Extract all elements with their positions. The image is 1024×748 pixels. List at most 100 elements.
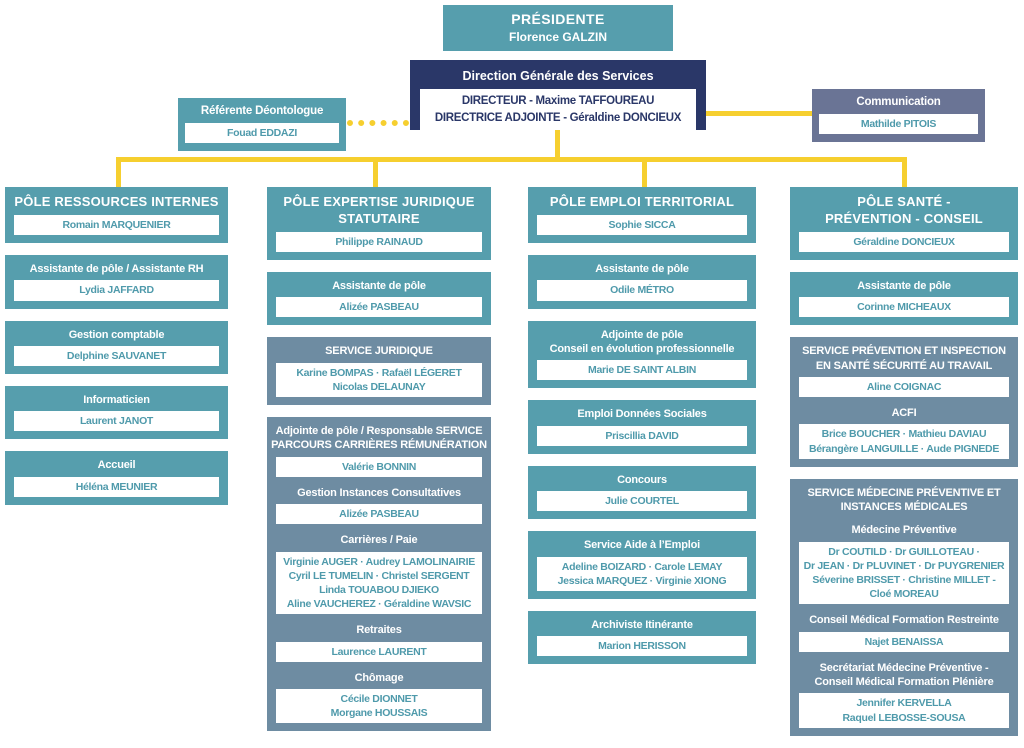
section-title: Conseil Médical Formation Restreinte	[809, 614, 999, 627]
section-title: Chômage	[354, 671, 404, 684]
name-panel: Cécile DIONNET Morgane HOUSSAIS	[276, 689, 482, 724]
member-name: Odile MÉTRO	[610, 284, 674, 297]
name-panel: Laurent JANOT	[14, 411, 219, 432]
pole-title: PÔLE RESSOURCES INTERNES	[14, 194, 219, 209]
section-title: Retraites	[356, 624, 402, 637]
connector-referente-dgs-dotted	[347, 120, 409, 126]
service-title-line1: SERVICE MÉDECINE PRÉVENTIVE ET	[807, 486, 1001, 499]
pole-title-line1: PÔLE SANTÉ -	[857, 194, 951, 209]
role-title: Service Aide à l’Emploi	[583, 539, 701, 552]
role-card: Adjointe de pôle Conseil en évolution pr…	[528, 320, 756, 389]
name-panel: Géraldine DONCIEUX	[799, 231, 1009, 252]
member-name: Dr COUTILD · Dr GUILLOTEAU ·	[828, 545, 980, 558]
member-name: Morgane HOUSSAIS	[330, 707, 428, 720]
pole-title: PÔLE EMPLOI TERRITORIAL	[549, 194, 735, 209]
member-name: Cyril LE TUMELIN · Christel SERGENT	[288, 569, 470, 582]
member-name: Romain MARQUENIER	[62, 218, 171, 231]
member-name: Nicolas DELAUNAY	[332, 380, 426, 393]
member-name: Philippe RAINAUD	[335, 235, 423, 248]
service-parcours-carrieres-card: Adjointe de pôle / Responsable SERVICE P…	[267, 417, 491, 732]
service-section: Conseil Médical Formation Restreinte Naj…	[792, 613, 1016, 652]
member-name: Adeline BOIZARD · Carole LEMAY	[561, 560, 723, 573]
service-juridique-card: SERVICE JURIDIQUE Karine BOMPAS · Rafaël…	[267, 337, 491, 406]
member-name: Marie DE SAINT ALBIN	[588, 364, 696, 377]
role-title: Assistante de pôle	[332, 279, 426, 292]
role-title: Emploi Données Sociales	[577, 408, 707, 421]
role-title: Gestion comptable	[68, 328, 165, 341]
service-section: Chômage Cécile DIONNET Morgane HOUSSAIS	[269, 671, 489, 724]
role-title: Assistante de pôle	[857, 279, 951, 292]
role-title: Assistante de pôle / Assistante RH	[29, 263, 204, 276]
section-title: ACFI	[891, 407, 917, 420]
name-panel: Najet BENAISSA	[799, 631, 1009, 652]
name-panel: Sophie SICCA	[537, 214, 747, 236]
service-section: Gestion Instances Consultatives Alizée P…	[269, 486, 489, 525]
role-card: Accueil Héléna MEUNIER	[5, 451, 228, 505]
pole-column-expertise-juridique: PÔLE EXPERTISE JURIDIQUE STATUTAIRE Phil…	[267, 187, 491, 743]
name-panel: Philippe RAINAUD	[276, 231, 482, 252]
member-name: Cloé MOREAU	[869, 588, 939, 601]
member-name: Jessica MARQUEZ · Virginie XIONG	[557, 574, 727, 587]
role-card: Archiviste Itinérante Marion HERISSON	[528, 610, 756, 665]
name-panel: Valérie BONNIN	[276, 456, 482, 477]
communication-box: Communication Mathilde PITOIS	[812, 89, 985, 143]
role-card: Concours Julie COURTEL	[528, 465, 756, 520]
dgs-adjointe-line: DIRECTRICE ADJOINTE - Géraldine DONCIEUX	[434, 111, 682, 124]
connector-dgs-communication	[705, 111, 812, 116]
name-panel: Delphine SAUVANET	[14, 345, 219, 366]
name-panel: Héléna MEUNIER	[14, 476, 219, 497]
section-title: Médecine Préventive	[851, 524, 957, 537]
service-section: SERVICE PRÉVENTION ET INSPECTION EN SANT…	[792, 344, 1016, 398]
role-title: Concours	[617, 473, 667, 486]
presidente-box: PRÉSIDENTE Florence GALZIN	[443, 5, 673, 51]
section-title-line2: Conseil Médical Formation Plénière	[814, 676, 994, 689]
member-name: Brice BOUCHER · Mathieu DAVIAU	[821, 428, 987, 441]
role-title: Archiviste Itinérante	[591, 618, 693, 631]
pole-column-emploi-territorial: PÔLE EMPLOI TERRITORIAL Sophie SICCA Ass…	[528, 187, 756, 676]
name-panel: Aline COIGNAC	[799, 377, 1009, 398]
member-name: Séverine BRISSET · Christine MILLET -	[812, 574, 996, 587]
member-name: Lydia JAFFARD	[79, 284, 154, 297]
role-title-line2: Conseil en évolution professionnelle	[549, 342, 735, 355]
member-name: Alizée PASBEAU	[339, 301, 419, 314]
member-name: Laurence LAURENT	[331, 645, 427, 658]
member-name: Dr JEAN · Dr PLUVINET · Dr PUYGRENIER	[803, 559, 1005, 572]
name-panel: Brice BOUCHER · Mathieu DAVIAU Bérangère…	[799, 424, 1009, 459]
name-panel: Priscillia DAVID	[537, 425, 747, 446]
member-name: Mathilde PITOIS	[860, 117, 937, 130]
member-name: Najet BENAISSA	[864, 635, 944, 648]
service-section: Secrétariat Médecine Préventive - Consei…	[792, 661, 1016, 728]
member-name: Marion HERISSON	[598, 640, 686, 653]
name-panel: Lydia JAFFARD	[14, 280, 219, 301]
referente-title: Référente Déontologue	[200, 105, 324, 117]
dgs-box: Direction Générale des Services DIRECTEU…	[410, 60, 706, 131]
connector-horizontal-bar	[116, 157, 907, 162]
presidente-name: Florence GALZIN	[508, 30, 607, 44]
service-title-line2: EN SANTÉ SÉCURITÉ AU TRAVAIL	[815, 359, 993, 372]
referente-deontologue-box: Référente Déontologue Fouad EDDAZI	[178, 98, 346, 152]
service-medecine-preventive-card: SERVICE MÉDECINE PRÉVENTIVE ET INSTANCES…	[790, 478, 1018, 736]
pole-title-line2: STATUTAIRE	[338, 210, 420, 226]
name-panel: Alizée PASBEAU	[276, 504, 482, 525]
role-title-line1: Adjointe de pôle	[600, 328, 684, 341]
service-title: SERVICE JURIDIQUE	[325, 345, 433, 358]
member-name: Valérie BONNIN	[342, 460, 416, 473]
member-name: Laurent JANOT	[79, 415, 154, 428]
member-name: Aline COIGNAC	[866, 381, 942, 394]
member-name: Raquel LEBOSSE-SOUSA	[842, 711, 966, 724]
pole-header: PÔLE RESSOURCES INTERNES Romain MARQUENI…	[5, 187, 228, 244]
role-card: Assistante de pôle Corinne MICHEAUX	[790, 271, 1018, 326]
role-title: Assistante de pôle	[595, 263, 689, 276]
service-title-line1: SERVICE PRÉVENTION ET INSPECTION	[802, 345, 1006, 358]
name-panel: Odile MÉTRO	[537, 280, 747, 301]
name-panel: Jennifer KERVELLA Raquel LEBOSSE-SOUSA	[799, 693, 1009, 728]
member-name: Julie COURTEL	[605, 495, 679, 508]
section-title: Gestion Instances Consultatives	[297, 486, 461, 499]
service-section: Retraites Laurence LAURENT	[269, 623, 489, 662]
service-prevention-inspection-card: SERVICE PRÉVENTION ET INSPECTION EN SANT…	[790, 337, 1018, 467]
member-name: Sophie SICCA	[608, 218, 676, 231]
pole-column-sante-prevention-conseil: PÔLE SANTÉ - PRÉVENTION - CONSEIL Gérald…	[790, 187, 1018, 748]
member-name: Héléna MEUNIER	[75, 480, 158, 493]
name-panel: Mathilde PITOIS	[819, 113, 978, 135]
section-title-line2: PARCOURS CARRIÈRES RÉMUNÉRATION	[271, 439, 487, 452]
